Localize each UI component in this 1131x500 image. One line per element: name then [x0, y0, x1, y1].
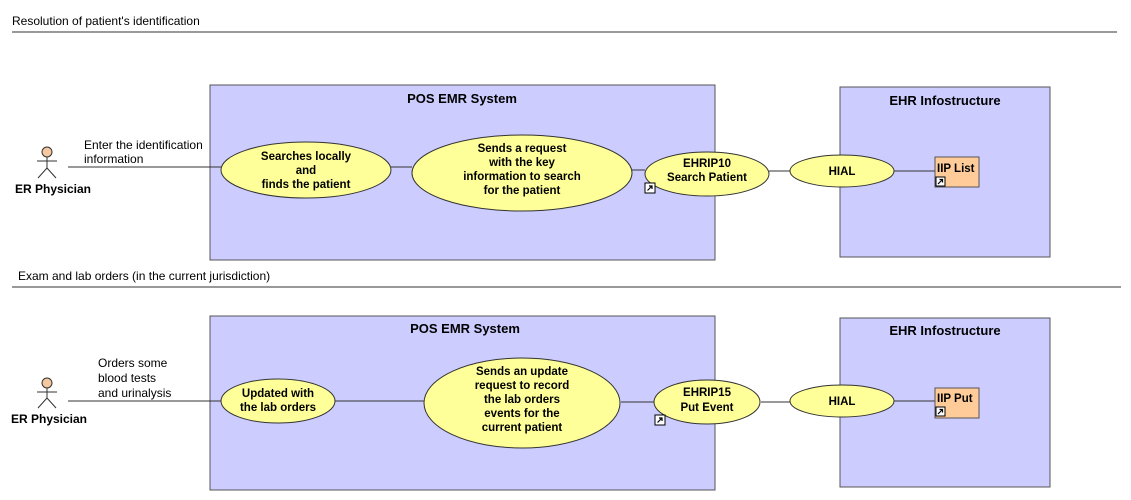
- use-case-line: EHRIP15: [683, 387, 732, 399]
- use-case-hial[interactable]: HIAL: [789, 154, 895, 188]
- actor-er-physician[interactable]: ER Physician: [11, 377, 87, 426]
- use-case-line: for the patient: [484, 185, 561, 197]
- association-note-line-1: Enter the identification: [84, 138, 203, 152]
- use-case-line: information to search: [463, 171, 581, 183]
- ehr-infostructure-title: EHR Infostructure: [889, 93, 1000, 108]
- pos-emr-system-title: POS EMR System: [410, 321, 520, 336]
- section-title-lab-orders: Exam and lab orders (in the current juri…: [18, 269, 270, 283]
- association-note-line-2: information: [84, 152, 143, 166]
- use-case-line: Searches locally: [261, 151, 352, 163]
- use-case-line: Sends a request: [478, 143, 567, 155]
- section-title-identification: Resolution of patient's identification: [12, 14, 200, 28]
- use-case-line: Search Patient: [667, 172, 747, 184]
- use-case-sends-update-request[interactable]: Sends an update request to record the la…: [423, 357, 621, 449]
- use-case-line: HIAL: [829, 166, 856, 178]
- use-case-line: Put Event: [680, 402, 733, 414]
- shortcut-link-icon: [935, 176, 946, 187]
- shortcut-link-icon: [654, 414, 666, 426]
- ehr-infostructure-title: EHR Infostructure: [889, 323, 1000, 338]
- use-case-line: request to record: [475, 380, 570, 392]
- use-case-searches-locally[interactable]: Searches locally and finds the patient: [220, 141, 392, 199]
- component-iip-list[interactable]: IIP List: [934, 156, 980, 188]
- use-case-line: the lab orders: [484, 394, 560, 406]
- use-case-ehrip15-put-event[interactable]: EHRIP15 Put Event: [653, 379, 761, 426]
- use-case-updated-lab-orders[interactable]: Updated with the lab orders: [220, 378, 336, 424]
- use-case-line: Sends an update: [476, 366, 568, 378]
- diagram-identification: Resolution of patient's identification P…: [12, 14, 1117, 261]
- association-note-line-2: blood tests: [98, 371, 156, 385]
- association-note-line-3: and urinalysis: [98, 386, 171, 400]
- use-case-ehrip10-search-patient[interactable]: EHRIP10 Search Patient: [644, 151, 770, 197]
- use-case-line: Updated with: [242, 388, 314, 400]
- shortcut-link-icon: [935, 406, 946, 417]
- use-case-line: current patient: [482, 422, 563, 434]
- use-case-line: finds the patient: [262, 179, 351, 191]
- pos-emr-system-title: POS EMR System: [407, 91, 517, 106]
- component-iip-put[interactable]: IIP Put: [934, 387, 980, 419]
- use-case-sends-request[interactable]: Sends a request with the key information…: [411, 134, 633, 212]
- use-case-line: with the key: [488, 157, 555, 169]
- use-case-line: the lab orders: [240, 402, 316, 414]
- diagram-lab-orders: Exam and lab orders (in the current juri…: [11, 269, 1121, 491]
- shortcut-link-icon: [644, 182, 656, 194]
- actor-er-physician[interactable]: ER Physician: [15, 146, 91, 196]
- use-case-hial[interactable]: HIAL: [789, 384, 895, 418]
- use-case-line: HIAL: [829, 396, 856, 408]
- association-note-line-1: Orders some: [98, 356, 168, 370]
- use-case-line: and: [296, 165, 316, 177]
- use-case-line: events for the: [484, 408, 559, 420]
- actor-label: ER Physician: [11, 412, 87, 426]
- component-label: IIP List: [937, 163, 975, 175]
- use-case-line: EHRIP10: [683, 158, 731, 170]
- actor-label: ER Physician: [15, 182, 91, 196]
- component-label: IIP Put: [937, 393, 973, 405]
